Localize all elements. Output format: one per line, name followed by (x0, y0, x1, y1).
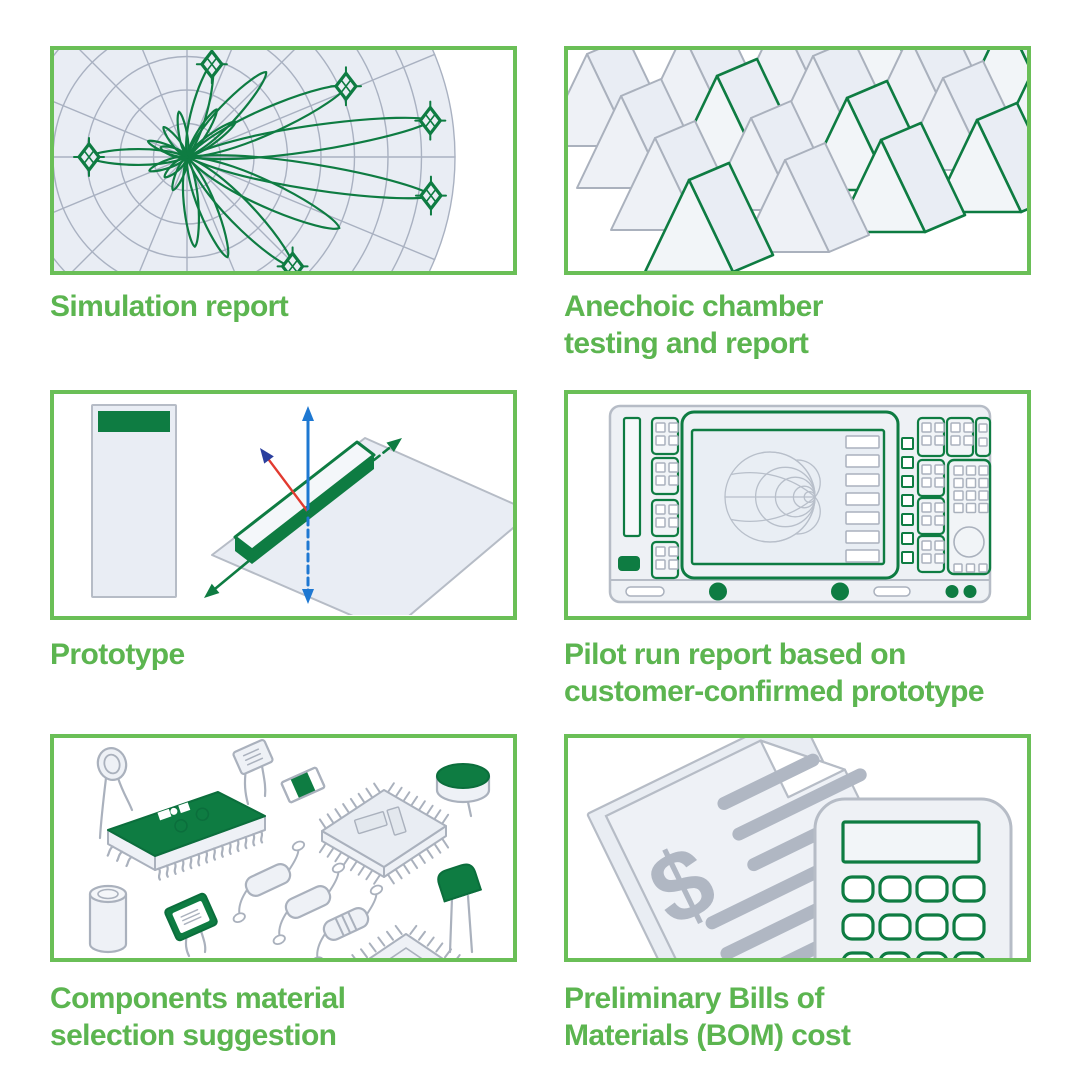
caption-line: Prototype (50, 638, 185, 671)
card-simulation-report (50, 46, 517, 275)
caption-line: Components material (50, 982, 346, 1015)
caption-line: Anechoic chamber (564, 290, 823, 323)
caption-line: testing and report (564, 327, 809, 360)
anechoic-foam-illustration (568, 50, 1027, 271)
caption-line: Pilot run report based on (564, 638, 906, 671)
caption-line: selection suggestion (50, 1019, 337, 1052)
caption-line: Simulation report (50, 290, 289, 323)
electronic-components-illustration (88, 738, 491, 958)
card-prototype (50, 390, 517, 620)
caption-anechoic-chamber: Anechoic chamber testing and report (564, 288, 823, 362)
card-anechoic-chamber (564, 46, 1031, 275)
caption-bom-cost: Preliminary Bills of Materials (BOM) cos… (564, 980, 851, 1054)
network-analyzer-illustration (608, 404, 992, 604)
caption-components-material: Components material selection suggestion (50, 980, 346, 1054)
caption-pilot-run-report: Pilot run report based on customer-confi… (564, 636, 985, 710)
card-components-material (50, 734, 517, 962)
caption-line: Materials (BOM) cost (564, 1019, 851, 1052)
card-pilot-run-report (564, 390, 1031, 620)
caption-simulation-report: Simulation report (50, 288, 289, 325)
caption-line: customer-confirmed prototype (564, 675, 985, 708)
caption-line: Preliminary Bills of (564, 982, 824, 1015)
radiation-pattern-illustration (54, 50, 456, 271)
card-bom-cost: $ (564, 734, 1031, 962)
prototype-antenna-illustration (91, 404, 513, 615)
invoice-calculator-illustration: $ (586, 738, 1013, 958)
caption-prototype: Prototype (50, 636, 185, 673)
